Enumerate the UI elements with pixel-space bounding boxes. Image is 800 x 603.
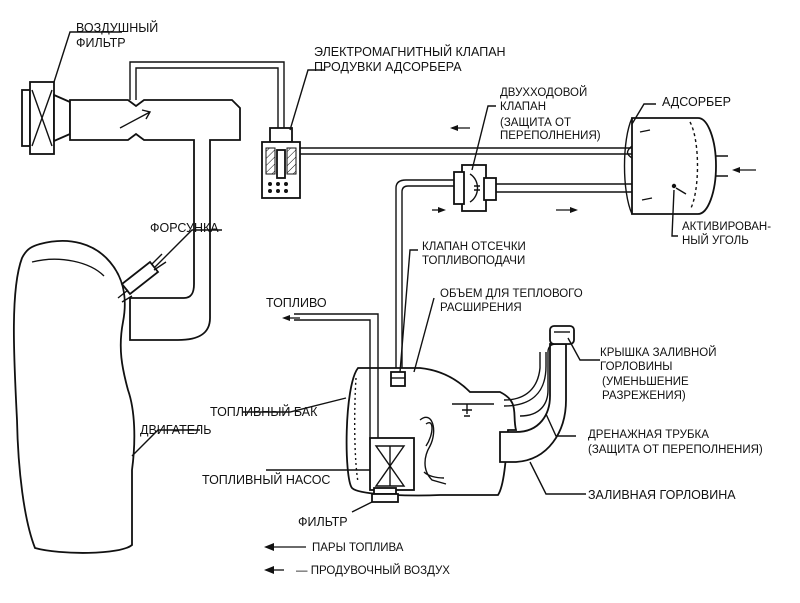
label-fuel: ТОПЛИВО xyxy=(266,296,327,310)
label-injector: ФОРСУНКА xyxy=(150,221,219,235)
air-filter xyxy=(21,81,71,155)
vapor-line-tank xyxy=(395,179,632,372)
label-fuel-pump: ТОПЛИВНЫЙ НАСОС xyxy=(202,472,330,487)
label-two-way-3: (ЗАЩИТА ОТ xyxy=(500,117,571,129)
fuel-pump xyxy=(369,437,415,495)
legend-fuel-vapors: ПАРЫ ТОПЛИВА xyxy=(312,542,404,554)
label-carbon-1: АКТИВИРОВАН- xyxy=(682,221,771,233)
label-two-way-2: КЛАПАН xyxy=(500,101,546,113)
label-solenoid-1: ЭЛЕКТРОМАГНИТНЫЙ КЛАПАН xyxy=(314,44,506,59)
vapor-line-upper xyxy=(300,145,633,159)
label-cutoff-2: ТОПЛИВОПОДАЧИ xyxy=(422,255,525,267)
injector xyxy=(117,253,167,303)
engine-block xyxy=(12,240,136,554)
labels: ВОЗДУШНЫЙ ФИЛЬТР ЭЛЕКТРОМАГНИТНЫЙ КЛАПАН… xyxy=(76,20,771,529)
label-two-way-1: ДВУХХОДОВОЙ xyxy=(500,86,587,99)
legend-purge-air: — ПРОДУВОЧНЫЙ ВОЗДУХ xyxy=(296,564,450,577)
drain-tube xyxy=(503,352,547,407)
filler-tube-inner xyxy=(419,416,447,485)
label-air-filter-1: ВОЗДУШНЫЙ xyxy=(76,20,158,35)
solenoid-valve xyxy=(261,127,301,199)
label-cap-4: РАЗРЕЖЕНИЯ) xyxy=(602,390,686,402)
label-engine: ДВИГАТЕЛЬ xyxy=(140,423,211,437)
filler-neck xyxy=(499,343,567,463)
label-solenoid-2: ПРОДУВКИ АДСОРБЕРА xyxy=(314,60,462,74)
leader-lines xyxy=(53,31,678,513)
label-carbon-2: НЫЙ УГОЛЬ xyxy=(682,234,749,247)
label-cap-3: (УМЕНЬШЕНИЕ xyxy=(602,376,689,388)
two-way-valve xyxy=(453,164,497,212)
label-air-filter-2: ФИЛЬТР xyxy=(76,36,126,50)
label-drain-1: ДРЕНАЖНАЯ ТРУБКА xyxy=(588,429,709,441)
label-expansion-2: РАСШИРЕНИЯ xyxy=(440,302,522,314)
label-cap-1: КРЫШКА ЗАЛИВНОЙ xyxy=(600,346,717,359)
label-two-way-4: ПЕРЕПОЛНЕНИЯ) xyxy=(500,130,601,142)
label-expansion-1: ОБЪЕМ ДЛЯ ТЕПЛОВОГО xyxy=(440,288,583,300)
label-filter: ФИЛЬТР xyxy=(298,515,348,529)
cutoff-valve xyxy=(390,371,406,387)
flow-arrows xyxy=(282,125,756,321)
label-cutoff-1: КЛАПАН ОТСЕЧКИ xyxy=(422,241,526,253)
label-drain-2: (ЗАЩИТА ОТ ПЕРЕПОЛНЕНИЯ) xyxy=(588,444,763,456)
label-adsorber: АДСОРБЕР xyxy=(662,95,731,109)
filler-cap xyxy=(549,325,575,345)
label-filler-neck: ЗАЛИВНАЯ ГОРЛОВИНА xyxy=(588,488,736,502)
legend: ПАРЫ ТОПЛИВА — ПРОДУВОЧНЫЙ ВОЗДУХ xyxy=(264,542,450,577)
fuel-line-out xyxy=(294,313,379,440)
purge-line xyxy=(129,61,285,130)
adsorber-canister xyxy=(623,117,728,215)
label-cap-2: ГОРЛОВИНЫ xyxy=(600,361,672,373)
fuel-filter xyxy=(371,493,399,503)
intake-duct xyxy=(69,99,241,341)
label-fuel-tank: ТОПЛИВНЫЙ БАК xyxy=(210,404,318,419)
